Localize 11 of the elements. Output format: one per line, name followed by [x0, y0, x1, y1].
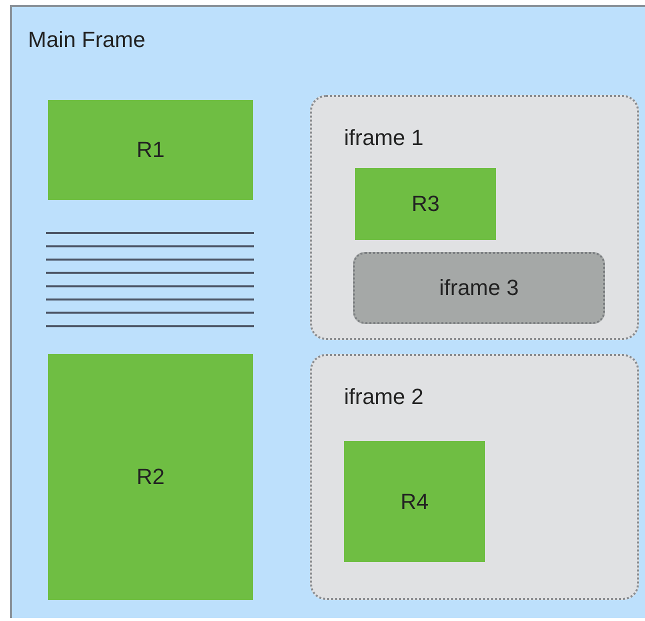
content-block: R2: [48, 354, 253, 600]
content-block: R4: [344, 441, 485, 562]
iframe-panel: iframe 3: [353, 252, 605, 324]
iframe-title: iframe 1: [344, 125, 424, 151]
frame-title: Main Frame: [28, 27, 146, 53]
iframe-title: iframe 2: [344, 384, 424, 410]
iframe-panel: [310, 95, 639, 340]
content-block: R1: [48, 100, 253, 200]
main-frame-panel: [10, 5, 645, 618]
content-block: R3: [355, 168, 496, 240]
iframe-panel: [310, 354, 639, 600]
